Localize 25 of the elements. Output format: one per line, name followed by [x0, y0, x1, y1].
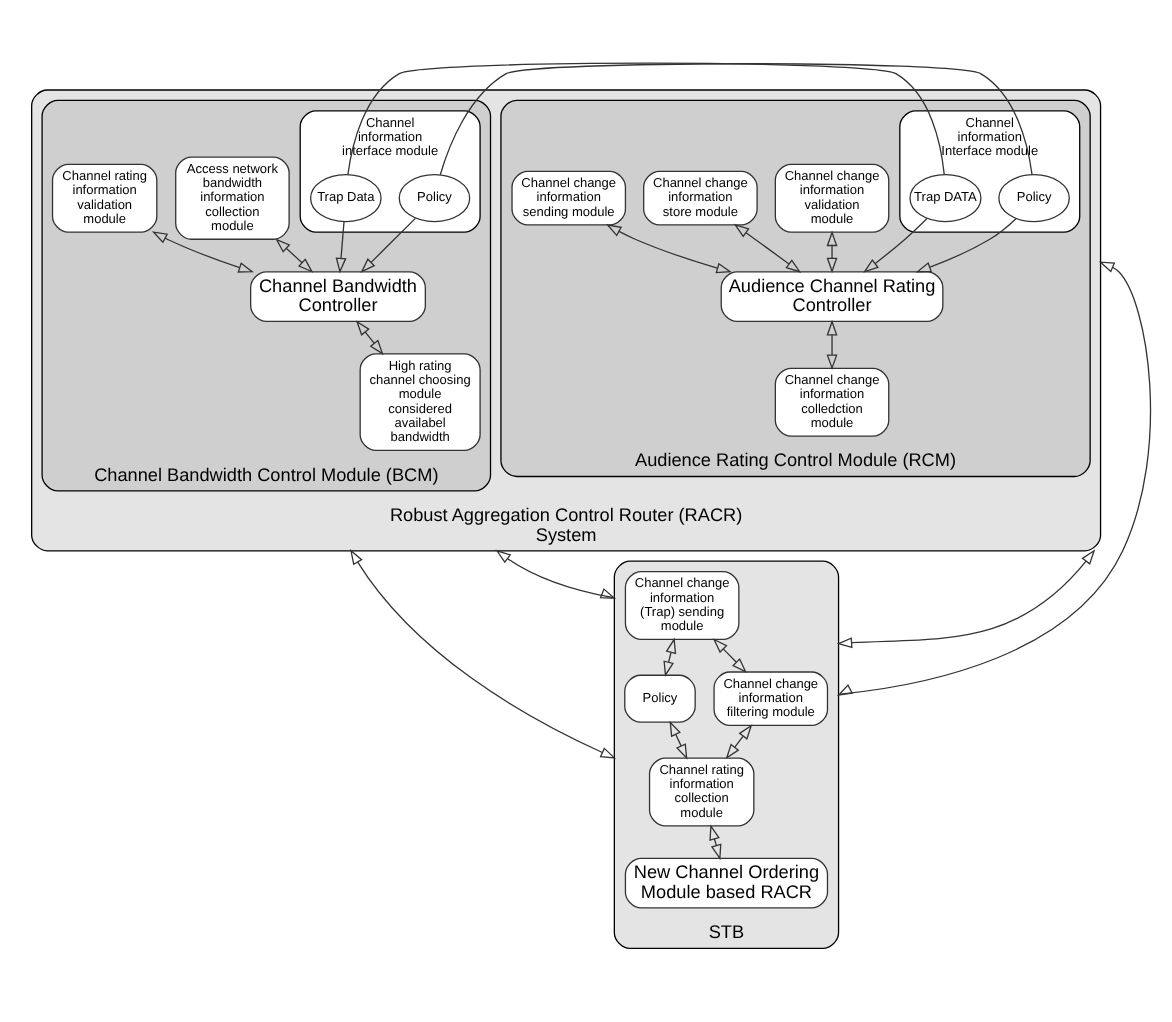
arrow	[725, 724, 753, 760]
arrow	[915, 218, 1017, 273]
node-box: New Channel Ordering Module based RACR	[624, 857, 829, 909]
arrow	[826, 319, 838, 371]
arrow	[709, 824, 722, 861]
arrow	[733, 223, 802, 273]
arrow	[826, 230, 838, 274]
arrow	[836, 261, 1152, 697]
node-box: Channel Bandwidth Controller	[250, 271, 426, 322]
arrow	[863, 217, 928, 273]
arrow	[605, 224, 733, 274]
arrow	[669, 720, 688, 760]
arrow	[355, 320, 384, 356]
arrow	[663, 637, 677, 677]
arrow	[335, 221, 347, 274]
arrow	[275, 238, 314, 273]
arrow	[350, 549, 617, 759]
connector	[347, 62, 945, 176]
node-box: Audience Channel Rating Controller	[720, 271, 944, 322]
connector	[439, 63, 1033, 176]
arrow	[712, 638, 747, 673]
arrow	[151, 231, 254, 273]
arrow	[495, 549, 617, 599]
arrow	[836, 549, 1096, 649]
arrow	[360, 217, 417, 274]
